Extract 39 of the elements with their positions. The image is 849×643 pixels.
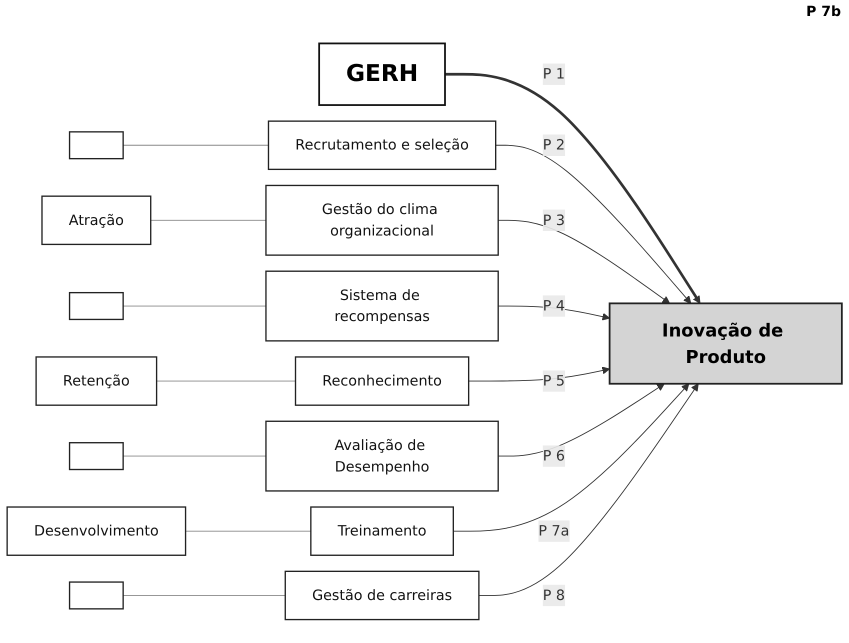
edge-label: P 2 — [542, 136, 566, 154]
node-box — [68, 442, 124, 470]
node-box: GERH — [318, 42, 446, 106]
node-box: Retenção — [35, 356, 158, 406]
connector — [150, 220, 266, 221]
node-box: Desenvolvimento — [6, 506, 186, 556]
node-box: Recrutamento e seleção — [268, 120, 496, 170]
edge-label: P 5 — [542, 372, 566, 390]
arrow — [498, 383, 665, 457]
arrow — [498, 306, 610, 321]
arrow — [495, 144, 692, 304]
node-box: Gestão de carreiras — [284, 570, 480, 620]
connector — [185, 530, 312, 532]
arrow — [452, 383, 690, 532]
edge-label: P 6 — [542, 447, 566, 464]
edge-label: P 7a — [538, 522, 570, 540]
node-box: Sistema de recompensas — [265, 270, 499, 342]
arrow — [468, 366, 610, 382]
edge-label: P 8 — [542, 586, 566, 604]
node-box — [68, 131, 124, 160]
connector — [122, 456, 266, 457]
edge-label: P 1 — [542, 65, 566, 82]
arrow — [498, 220, 670, 304]
node-box: Atração — [41, 196, 152, 246]
node-box: Avaliação de Desempenho — [265, 420, 499, 492]
node-box: Treinamento — [310, 506, 454, 556]
node-box — [68, 292, 124, 320]
node-box: Reconhecimento — [294, 356, 470, 406]
node-box: Gestão do clima organizacional — [265, 184, 499, 256]
arrow — [478, 383, 699, 596]
node-box — [68, 581, 124, 610]
path-label: P 7b — [806, 4, 841, 20]
edge-label: P 3 — [542, 211, 566, 228]
connector — [156, 380, 296, 382]
connector — [122, 144, 269, 146]
connector — [122, 595, 286, 596]
node-box: Inovação de Produto — [608, 302, 843, 385]
arrow — [445, 72, 700, 304]
edge-label: P 4 — [542, 297, 566, 314]
